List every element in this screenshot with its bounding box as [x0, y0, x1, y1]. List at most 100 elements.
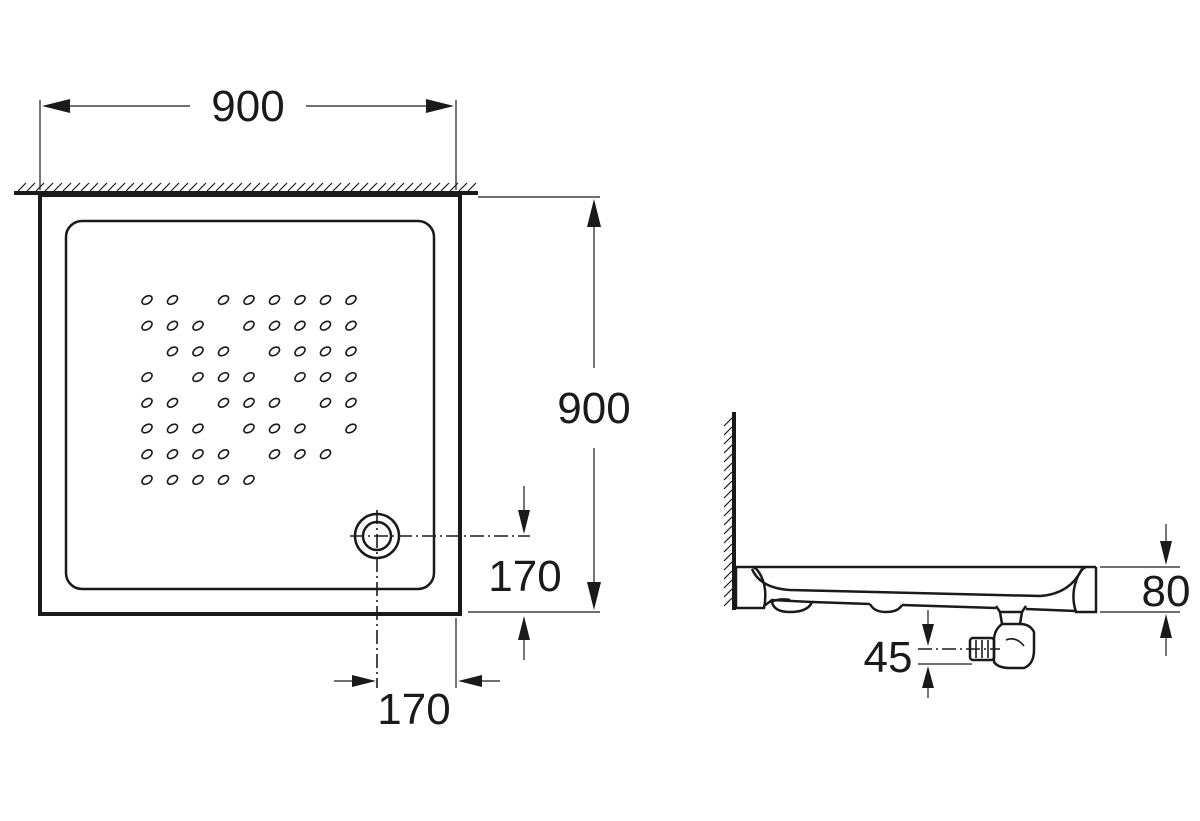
anti-slip-pattern [141, 294, 357, 486]
hatch-line [723, 507, 733, 517]
hatch-line [287, 182, 297, 192]
hatch-line [723, 471, 733, 481]
hatch-line [723, 498, 733, 508]
hatch-line [386, 182, 396, 192]
hatch-line [269, 182, 279, 192]
anti-slip-dot [217, 371, 230, 383]
anti-slip-dot [141, 320, 153, 331]
hatch-line [98, 182, 108, 192]
anti-slip-dot [243, 294, 255, 306]
hatch-line [62, 182, 72, 192]
anti-slip-dot [192, 423, 204, 434]
anti-slip-dot [141, 371, 153, 383]
anti-slip-dot [345, 320, 357, 331]
anti-slip-dot [345, 294, 357, 306]
anti-slip-dot [243, 423, 255, 434]
hatch-line [723, 525, 733, 535]
hatch-line [723, 579, 733, 589]
dimension-label-top-width: 900 [211, 82, 284, 131]
anti-slip-dot [319, 397, 332, 408]
side-wall-hatching [723, 417, 733, 607]
hatch-line [206, 182, 216, 192]
anti-slip-dot [319, 346, 332, 357]
side-view: 80 45 [723, 412, 1190, 698]
hatch-line [723, 534, 733, 544]
tray-profile [734, 565, 1098, 614]
hatch-line [215, 182, 225, 192]
dimension-label-drain-horizontal: 170 [377, 685, 450, 734]
anti-slip-dot [294, 320, 306, 331]
dimension-drain-horizontal: 170 [334, 618, 500, 734]
side-wall [723, 412, 736, 610]
hatch-line [26, 182, 36, 192]
anti-slip-dot [166, 346, 179, 357]
hatch-line [107, 182, 117, 192]
anti-slip-dot [141, 294, 153, 306]
hatch-line [242, 182, 252, 192]
hatch-line [341, 182, 351, 192]
anti-slip-dot [319, 320, 332, 331]
tray-outline [38, 193, 462, 616]
anti-slip-dot [217, 397, 230, 408]
hatch-line [458, 182, 468, 192]
hatch-line [723, 570, 733, 580]
hatch-line [152, 182, 162, 192]
hatch-line [170, 182, 180, 192]
hatch-line [723, 588, 733, 598]
anti-slip-dot [345, 346, 357, 357]
anti-slip-dot [294, 346, 306, 357]
hatch-line [305, 182, 315, 192]
hatch-line [323, 182, 333, 192]
hatch-line [71, 182, 81, 192]
hatch-line [422, 182, 432, 192]
hatch-line [260, 182, 270, 192]
dimension-tray-height: 80 [1100, 524, 1190, 656]
dimension-drain-height: 45 [864, 610, 934, 698]
hatch-line [278, 182, 288, 192]
hatch-line [723, 597, 733, 607]
hatch-line [723, 480, 733, 490]
anti-slip-dot [294, 423, 306, 434]
hatch-line [723, 453, 733, 463]
anti-slip-dot [141, 474, 153, 486]
hatch-line [134, 182, 144, 192]
hatch-line [251, 182, 261, 192]
hatch-line [125, 182, 135, 192]
anti-slip-dot [243, 371, 255, 383]
hatch-line [89, 182, 99, 192]
anti-slip-dot [166, 474, 179, 486]
hatch-line [188, 182, 198, 192]
hatch-line [179, 182, 189, 192]
anti-slip-dot [268, 346, 281, 357]
hatch-line [467, 182, 477, 192]
hatch-line [395, 182, 405, 192]
hatch-line [723, 462, 733, 472]
anti-slip-dot [294, 449, 306, 460]
hatch-line [723, 426, 733, 436]
anti-slip-dot [294, 371, 306, 383]
anti-slip-dot [141, 449, 153, 460]
anti-slip-dot [243, 397, 255, 408]
dimension-label-drain-vertical: 170 [488, 552, 561, 601]
hatch-line [233, 182, 243, 192]
anti-slip-dot [268, 320, 281, 331]
hatch-line [296, 182, 306, 192]
anti-slip-dot [166, 320, 179, 331]
hatch-line [431, 182, 441, 192]
anti-slip-dot [166, 294, 179, 306]
hatch-line [44, 182, 54, 192]
anti-slip-dot [319, 449, 332, 460]
anti-slip-dot [192, 346, 204, 357]
anti-slip-dot [217, 346, 230, 357]
hatch-line [17, 182, 27, 192]
anti-slip-dot [345, 397, 357, 408]
anti-slip-dot [294, 294, 306, 306]
anti-slip-dot [166, 449, 179, 460]
anti-slip-dot [192, 474, 204, 486]
anti-slip-dot [192, 371, 204, 383]
anti-slip-dot [192, 449, 204, 460]
anti-slip-dot [166, 423, 179, 434]
anti-slip-dot [243, 474, 255, 486]
anti-slip-dot [217, 294, 230, 306]
hatch-line [723, 435, 733, 445]
